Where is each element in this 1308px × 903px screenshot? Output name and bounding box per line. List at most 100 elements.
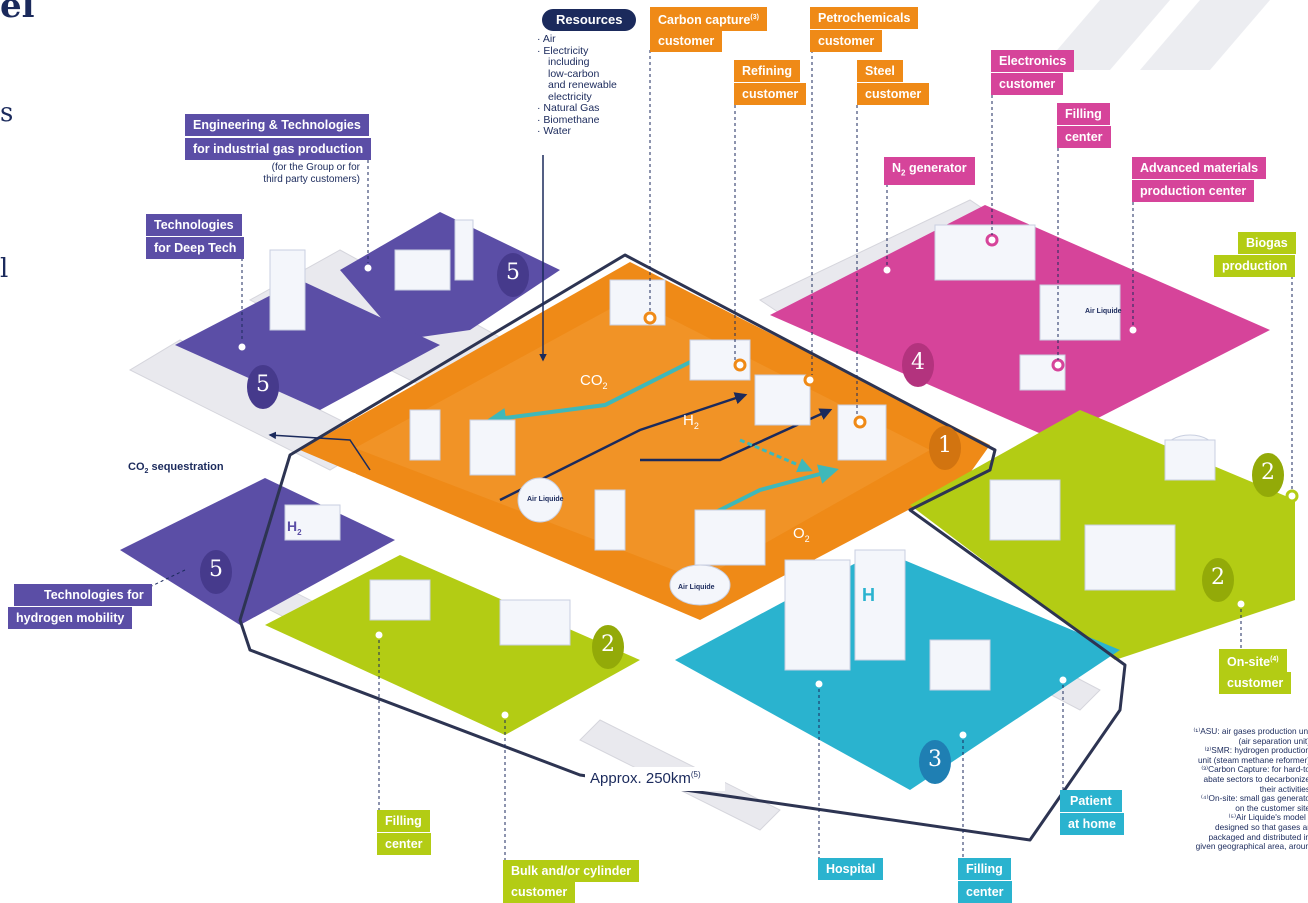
co2-sequestration-arrow: [268, 431, 371, 471]
zone-marker-5-left: [247, 365, 279, 409]
resource-item: · Air: [537, 33, 556, 45]
footnote-line: ⁽⁴⁾On-site: small gas generato: [1200, 793, 1308, 804]
zone-marker-5-top: [497, 253, 529, 297]
footnote-line: on the customer site: [1235, 802, 1308, 813]
n2-generator-text: generator: [905, 161, 967, 175]
distance-label: Approx. 250km(5): [590, 770, 701, 787]
co2-flow-arrow: [486, 345, 721, 428]
resource-item: · Electricity: [537, 44, 589, 57]
distance-boundary: [238, 253, 1127, 842]
zone-number-3: 3: [928, 747, 942, 772]
filling-center-right-label: Filling: [958, 858, 1011, 880]
zone-2-lime-left: [265, 555, 640, 735]
footnote-line: given geographical area, aroun: [1195, 841, 1308, 852]
zone-marker-2-right-top: [1252, 453, 1284, 497]
footnote-line: ⁽²⁾SMR: hydrogen production: [1204, 745, 1308, 756]
biogas-label-line2: production: [1214, 255, 1296, 277]
refining-label-line2: customer: [734, 83, 807, 105]
filling-center-top-label-line2: center: [1057, 126, 1111, 148]
onsite-text: On-site: [1227, 655, 1271, 670]
zone-4-pink: [770, 205, 1270, 440]
steel-label-line2: customer: [857, 83, 930, 105]
resource-item: including: [548, 56, 590, 68]
footnote-line: unit (steam methane reformer): [1197, 754, 1308, 765]
zone-number-5-bottom: 5: [209, 557, 223, 582]
h2-mobility-label: Technologies for: [14, 584, 152, 606]
co2-flow-label: CO2: [580, 372, 608, 391]
co2-flow-subscript: 2: [602, 381, 608, 391]
patient-home-label-line2: at home: [1060, 813, 1124, 835]
filling-center-top-label: Filling: [1057, 103, 1110, 125]
brand-logo-tank: Air Liquide: [527, 496, 564, 503]
resources-title: Resources: [542, 9, 637, 31]
title-fragment-3: l: [0, 254, 9, 284]
resource-item: · Natural Gas: [537, 102, 600, 114]
engineering-label: Engineering & Technologies: [185, 114, 369, 136]
resource-item: electricity: [548, 90, 592, 103]
footnote-ref: (4): [1270, 656, 1279, 663]
zone-5-deep-tech: [175, 280, 440, 410]
footnote-line: ⁽¹⁾ASU: air gases production uni: [1193, 726, 1308, 736]
carbon-capture-label-line2: customer: [650, 30, 723, 52]
zone-marker-3: [919, 740, 951, 784]
footnote-line: packaged and distributed in: [1208, 831, 1308, 842]
footnote-line: ⁽³⁾Carbon Capture: for hard-to: [1201, 764, 1308, 775]
sequestration-text: sequestration: [148, 461, 224, 473]
refining-label: Refining: [734, 60, 800, 82]
distance-label-bg: [585, 767, 725, 791]
flow-arrows: [268, 155, 839, 522]
h2-flow-arrow-2: [640, 408, 833, 462]
footnote-line: (air separation unit): [1238, 735, 1308, 746]
onsite-label-line2: customer: [1219, 672, 1292, 694]
steel-label: Steel: [857, 60, 903, 82]
footnote-ref: (3): [750, 14, 759, 21]
location-pins: [643, 311, 867, 429]
advanced-materials-label: Advanced materials: [1132, 157, 1267, 179]
title-fragment-2: s: [0, 98, 14, 128]
zone-marker-1: [929, 426, 961, 470]
carbon-capture-label: Carbon capture(3): [650, 7, 767, 32]
zone-number-5-top: 5: [506, 260, 520, 285]
co2-text: CO: [128, 461, 145, 473]
footnote-line: their activities: [1259, 783, 1308, 794]
brand-logo-dome: Air Liquide: [678, 584, 715, 591]
footnote-line: abate sectors to decarbonize: [1203, 773, 1308, 784]
buildings: [269, 219, 1216, 691]
h2-flow-label: H2: [683, 412, 699, 431]
h2-flow-text: H: [683, 412, 694, 429]
background-stripes: [1040, 0, 1270, 70]
zone-marker-2-right: [1202, 558, 1234, 602]
footnote-line: ⁽⁵⁾Air Liquide's model i: [1228, 812, 1308, 823]
biogas-label: Biogas: [1238, 232, 1296, 254]
electronics-label-line2: customer: [991, 73, 1064, 95]
brand-logo-pink: Air Liquide: [1085, 308, 1122, 315]
zone-markers: [200, 253, 1284, 784]
filling-center-left-label-line2: center: [377, 833, 431, 855]
h2-station-sign: H2: [287, 518, 302, 537]
hospital-building-sign: H: [862, 585, 875, 605]
engineering-note-line: third party customers): [263, 173, 360, 185]
footnote-line: designed so that gases ar: [1214, 821, 1308, 832]
footnotes: ⁽¹⁾ASU: air gases production uni (air se…: [1150, 726, 1308, 852]
h2-flow-subscript: 2: [693, 421, 699, 431]
co2-sequestration-label: CO2 sequestration: [128, 461, 224, 478]
bulk-cylinder-label: Bulk and/or cylinder: [503, 860, 640, 882]
n2-text: N: [892, 161, 902, 175]
zone-number-4: 4: [911, 350, 925, 375]
h2-sign-subscript: 2: [297, 527, 302, 537]
zone-number-2-right-top: 2: [1261, 460, 1275, 485]
distance-text: Approx. 250km: [590, 770, 691, 787]
resource-item: · Water: [537, 125, 572, 137]
leader-lines: [134, 50, 1293, 860]
filling-center-left-label: Filling: [377, 810, 430, 832]
title-fragment-1: el: [0, 0, 35, 26]
co2-subscript: 2: [144, 468, 149, 476]
filling-center-right-label-line2: center: [958, 881, 1012, 903]
zone-number-5-left: 5: [256, 372, 270, 397]
patient-home-label: Patient: [1060, 790, 1122, 812]
petrochemicals-label-line2: customer: [810, 30, 883, 52]
bulk-cylinder-label-line2: customer: [503, 881, 576, 903]
zone-marker-4: [902, 343, 934, 387]
o2-flow-text: O: [793, 525, 805, 542]
engineering-note: (for the Group or for third party custom…: [230, 162, 360, 185]
